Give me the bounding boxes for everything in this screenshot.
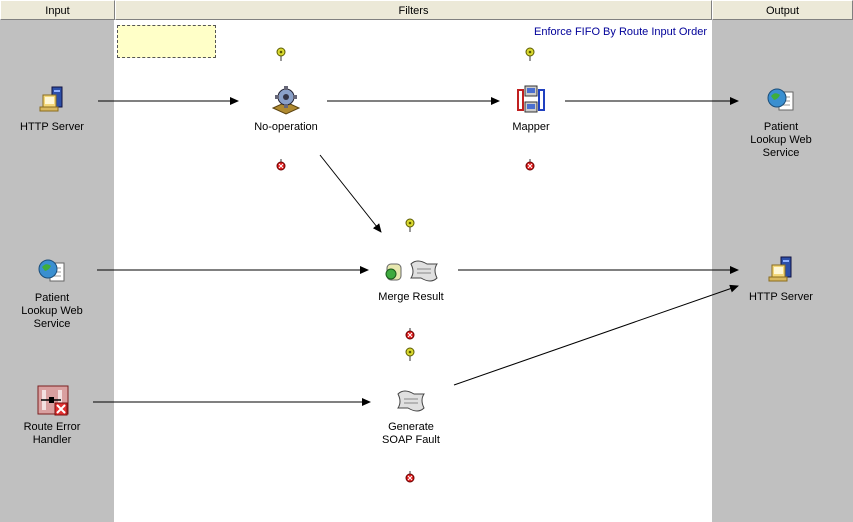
success-pin-icon[interactable]	[525, 47, 535, 61]
filter-merge-result[interactable]: Merge Result	[361, 254, 461, 304]
input-http-server-label: HTTP Server	[20, 121, 84, 133]
input-patient-lookup-label: Patient Lookup Web Service	[21, 292, 83, 330]
input-patient-lookup[interactable]: Patient Lookup Web Service	[7, 255, 97, 331]
error-pin-icon[interactable]	[405, 471, 415, 483]
filter-no-operation-label: No-operation	[254, 121, 318, 133]
web-service-icon	[767, 88, 794, 111]
error-pin-icon[interactable]	[525, 159, 535, 171]
filter-merge-result-label: Merge Result	[378, 291, 444, 303]
input-column-header: Input	[0, 0, 115, 20]
output-http-server[interactable]: HTTP Server	[736, 254, 826, 304]
input-route-error-handler-label: Route Error Handler	[23, 421, 81, 446]
success-pin-icon[interactable]	[276, 47, 286, 61]
success-pin-icon[interactable]	[405, 347, 415, 361]
mapper-icon	[517, 85, 545, 113]
filter-no-operation[interactable]: No-operation	[236, 84, 336, 134]
error-pin-icon[interactable]	[405, 328, 415, 340]
merge-result-icon	[385, 260, 438, 282]
error-pin-icon[interactable]	[276, 159, 286, 171]
filter-generate-soap-fault[interactable]: Generate SOAP Fault	[361, 384, 461, 447]
filter-generate-soap-fault-label: Generate SOAP Fault	[382, 421, 440, 446]
filter-mapper-label: Mapper	[512, 121, 550, 133]
input-http-server[interactable]: HTTP Server	[7, 84, 97, 134]
output-patient-lookup[interactable]: Patient Lookup Web Service	[736, 84, 826, 160]
filters-column-header: Filters	[115, 0, 712, 20]
no-operation-icon	[271, 86, 301, 115]
output-column-header: Output	[712, 0, 853, 20]
sticky-note[interactable]	[117, 25, 216, 58]
scroll-icon	[397, 390, 425, 412]
enforce-fifo-label: Enforce FIFO By Route Input Order	[533, 26, 707, 38]
filter-mapper[interactable]: Mapper	[481, 84, 581, 134]
http-server-icon	[768, 256, 792, 282]
output-http-server-label: HTTP Server	[749, 291, 813, 303]
web-service-icon	[38, 259, 65, 282]
output-patient-lookup-label: Patient Lookup Web Service	[750, 121, 812, 159]
error-handler-icon	[37, 385, 69, 416]
success-pin-icon[interactable]	[405, 218, 415, 232]
input-route-error-handler[interactable]: Route Error Handler	[7, 384, 97, 447]
http-server-icon	[39, 86, 63, 112]
